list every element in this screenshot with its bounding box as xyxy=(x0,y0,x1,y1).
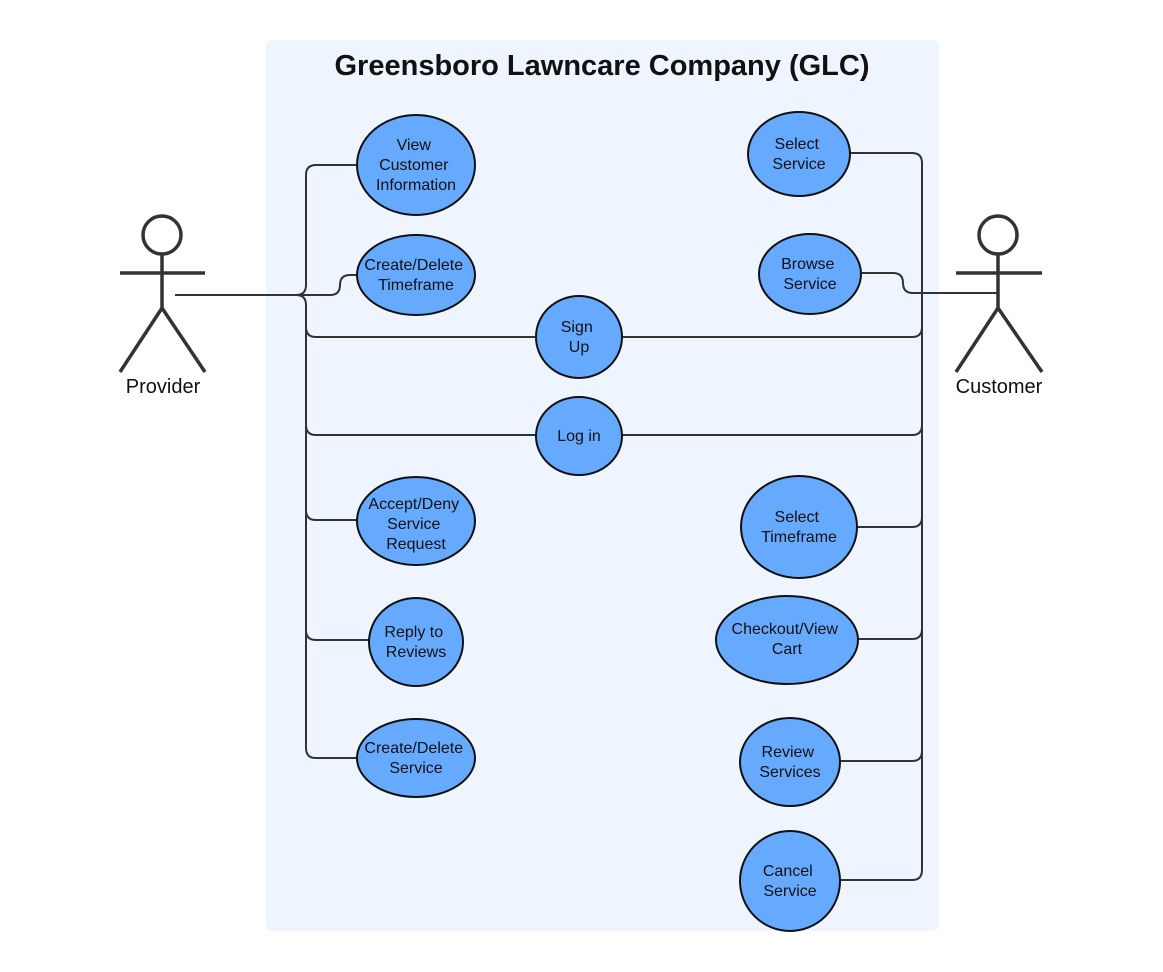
connector-customer-select-timeframe xyxy=(857,516,923,528)
connector-customer-select-service xyxy=(850,152,923,164)
use-case-review-services: Review Services xyxy=(739,717,841,807)
provider-connectors xyxy=(175,164,537,759)
svg-text:Log in: Log in xyxy=(557,428,601,445)
stick-figure-icon xyxy=(954,214,1044,373)
actor-label-customer: Customer xyxy=(956,376,1043,398)
svg-text:Cancel Service: Cancel Service xyxy=(763,863,817,900)
use-case-view-customer-information: View Customer Information xyxy=(356,114,476,216)
actor-label-provider: Provider xyxy=(126,376,201,398)
svg-text:Create/Delete Service: Create/Delete Service xyxy=(364,740,467,777)
actor-customer: Customer xyxy=(954,214,1044,398)
svg-text:Sign Up: Sign Up xyxy=(561,319,597,356)
svg-text:Review Services: Review Services xyxy=(759,744,820,781)
connector-customer-checkout-view-cart xyxy=(857,628,923,640)
connector-provider-create-delete-timeframe xyxy=(175,274,357,296)
svg-text:Select Timeframe: Select Timeframe xyxy=(761,509,837,546)
svg-text:View Customer Info: View Customer Information xyxy=(376,137,456,194)
svg-text:Select Service: Select Service xyxy=(772,136,825,173)
stick-figure-icon xyxy=(118,214,207,373)
connector-customer-browse-service xyxy=(862,272,998,294)
connector-provider-create-delete-service xyxy=(305,747,357,759)
svg-text:Browse Service: Browse Service xyxy=(781,256,839,293)
svg-text:Accept/Deny Service: Accept/Deny Service Request xyxy=(368,496,463,553)
use-case-log-in: Log in xyxy=(535,396,623,476)
use-case-reply-to-reviews: Reply to Reviews xyxy=(368,597,464,687)
connector-provider-sign-up xyxy=(305,326,537,338)
use-case-checkout-view-cart: Checkout/View Cart xyxy=(715,595,859,685)
actor-provider: Provider xyxy=(118,214,207,398)
use-case-create-delete-timeframe: Create/Delete Timeframe xyxy=(356,234,476,316)
connector-provider-trunk xyxy=(175,294,307,748)
use-case-select-timeframe: Select Timeframe xyxy=(740,475,858,579)
use-case-create-delete-service: Create/Delete Service xyxy=(356,718,476,798)
connector-customer-cancel-service xyxy=(840,869,923,881)
use-case-accept-deny-service-request: Accept/Deny Service Request xyxy=(356,476,476,566)
connector-provider-reply-to-reviews xyxy=(305,629,370,641)
svg-text:Checkout/View Cart: Checkout/View Cart xyxy=(732,621,843,658)
connector-provider-accept-deny-service-request xyxy=(305,509,357,521)
connector-customer-log-in xyxy=(622,424,923,436)
use-case-browse-service: Browse Service xyxy=(758,233,862,315)
use-case-sign-up: Sign Up xyxy=(535,295,623,379)
use-case-select-service: Select Service xyxy=(747,111,851,197)
diagram-title: Greensboro Lawncare Company (GLC) xyxy=(335,50,870,82)
use-case-cancel-service: Cancel Service xyxy=(739,830,841,932)
connector-customer-review-services xyxy=(840,750,923,762)
connector-customer-sign-up xyxy=(622,326,923,338)
svg-text:Create/Delete Timeframe: Create/Delete Timeframe xyxy=(364,257,467,294)
connector-provider-log-in xyxy=(305,424,537,436)
customer-connectors xyxy=(622,152,998,881)
svg-text:Reply to Reviews: Reply to Reviews xyxy=(384,624,447,661)
